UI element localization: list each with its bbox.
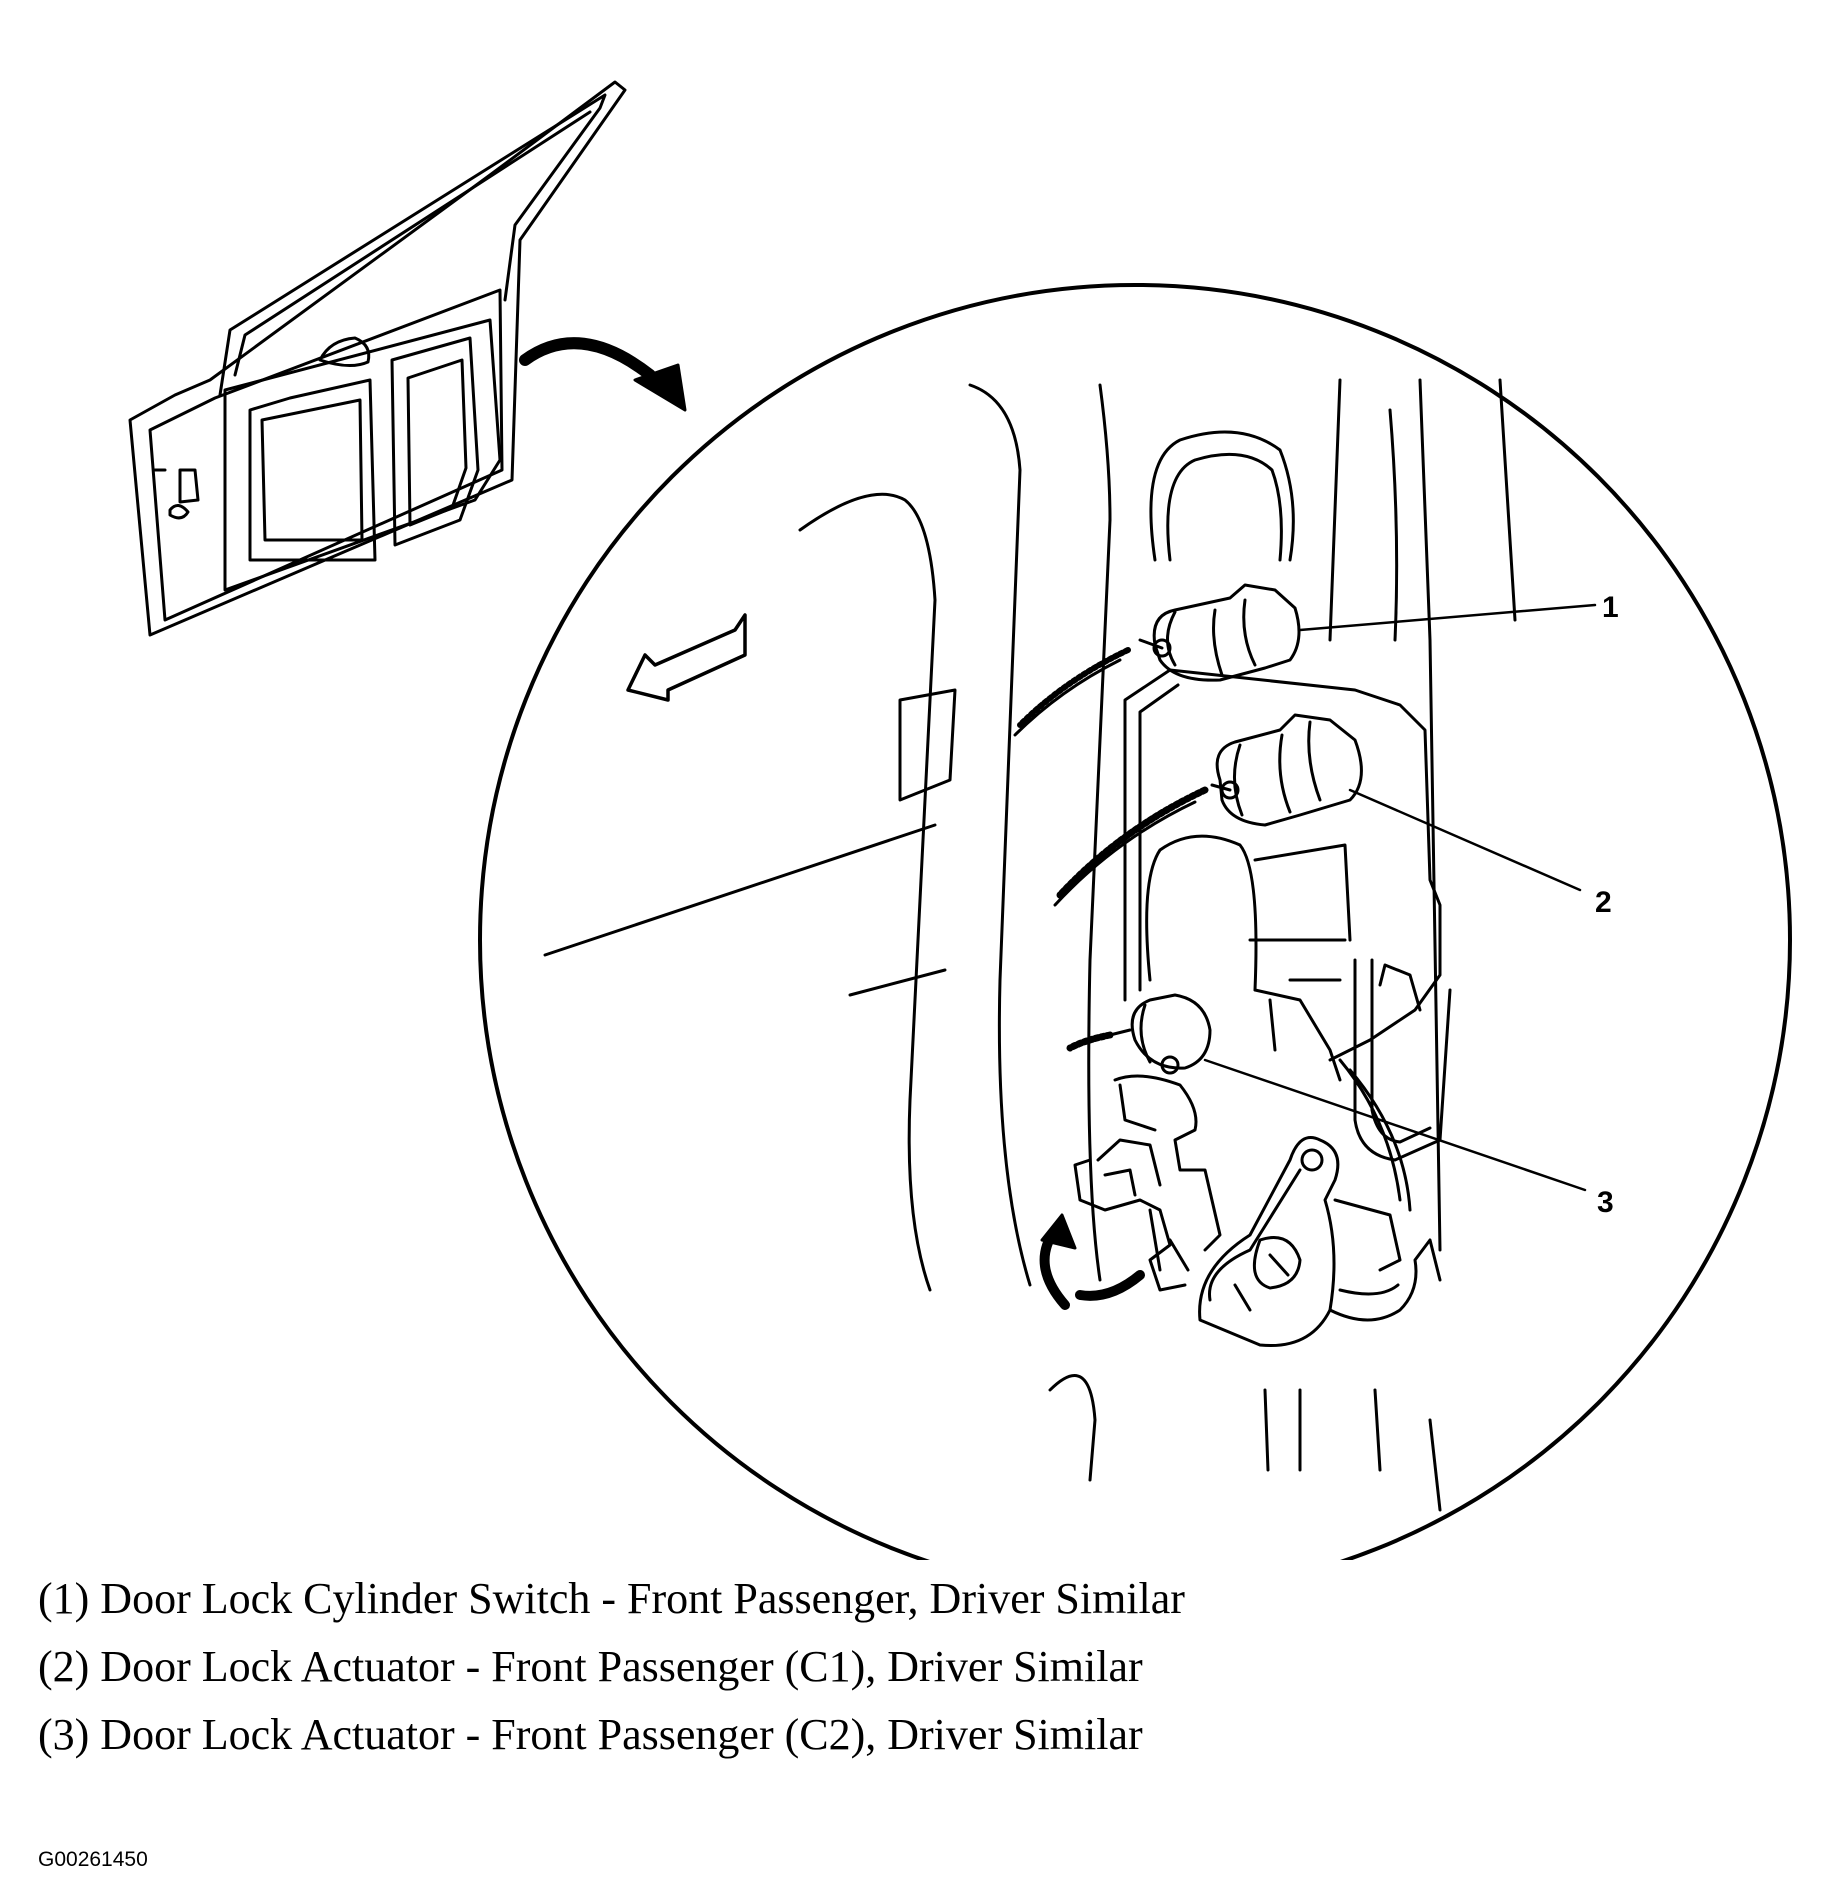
direction-arrow <box>626 613 747 702</box>
leader-line-2 <box>1348 788 1582 892</box>
leader-line-1 <box>1298 603 1597 632</box>
detail-circle <box>478 283 1792 1560</box>
legend-item-1: (1) Door Lock Cylinder Switch - Front Pa… <box>38 1574 1185 1623</box>
leader-line-3 <box>1203 1058 1587 1192</box>
connector-2 <box>1053 713 1363 907</box>
legend: (1) Door Lock Cylinder Switch - Front Pa… <box>38 1565 1538 1769</box>
lock-assembly <box>1039 668 1452 1348</box>
pointer-arrow <box>519 337 687 412</box>
legend-item-3: (3) Door Lock Actuator - Front Passenger… <box>38 1710 1143 1759</box>
connector-3 <box>1066 993 1212 1075</box>
legend-item-2: (2) Door Lock Actuator - Front Passenger… <box>38 1642 1143 1691</box>
callout-1: 1 <box>1602 591 1619 624</box>
door-overview <box>128 80 627 637</box>
callout-2: 2 <box>1595 886 1612 919</box>
door-panel-lines <box>543 378 1517 1512</box>
figure-id: G00261450 <box>38 1848 148 1871</box>
callout-3: 3 <box>1597 1186 1614 1219</box>
connector-1 <box>1013 583 1301 737</box>
door-lock-diagram: 1 2 3 <box>128 80 1792 1560</box>
